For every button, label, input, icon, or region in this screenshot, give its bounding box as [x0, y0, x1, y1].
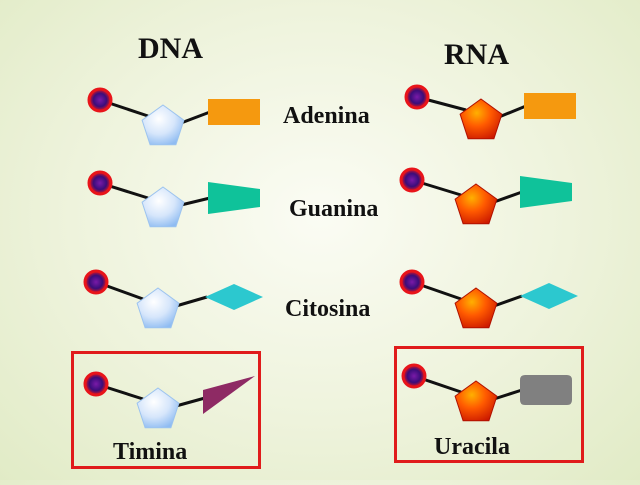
rna-guanina-base-bond — [493, 190, 523, 204]
dna-citosina-deoxyribose — [136, 287, 180, 329]
rna-adenina-base-bond — [498, 104, 527, 119]
rna-guanina-base-trapezoid — [520, 176, 572, 208]
guanina-label: Guanina — [289, 196, 379, 222]
rna-uracila-base-bond — [493, 388, 523, 401]
citosina-label: Citosina — [285, 296, 371, 322]
dna-adenina-phosphate — [87, 87, 113, 113]
dna-timina-deoxyribose — [136, 387, 180, 429]
dna-adenina-base-rectangle — [208, 99, 260, 125]
rna-citosina-base-bond — [493, 294, 523, 308]
dna-guanina-base-trapezoid — [208, 182, 260, 214]
dna-timina-phosphate — [83, 371, 109, 397]
rna-adenina-phosphate — [404, 84, 430, 110]
dna-adenina-deoxyribose — [141, 104, 185, 146]
timina-label: Timina — [113, 439, 188, 465]
rna-heading: RNA — [444, 38, 509, 71]
uracila-highlight-box — [394, 346, 584, 463]
dna-heading: DNA — [138, 32, 203, 65]
dna-citosina-base-diamond — [205, 284, 263, 310]
dna-guanina-deoxyribose — [141, 186, 185, 228]
rna-uracila-phosphate — [401, 363, 427, 389]
dna-adenina-base-bond — [180, 110, 211, 125]
dna-guanina-base-bond — [180, 196, 211, 207]
rna-citosina-ribose — [454, 287, 498, 329]
rna-adenina-base-rectangle — [524, 93, 576, 119]
dna-citosina-phosphate — [83, 269, 109, 295]
rna-uracila-ribose — [454, 380, 498, 422]
adenina-label: Adenina — [283, 103, 370, 129]
dna-citosina-base-bond — [175, 295, 208, 308]
rna-uracila-base-rounded-rectangle — [520, 375, 572, 405]
rna-citosina-phosphate — [399, 269, 425, 295]
dna-guanina-phosphate — [87, 170, 113, 196]
dna-timina-base-bond — [175, 396, 206, 408]
rna-guanina-ribose — [454, 183, 498, 225]
rna-adenina-ribose — [459, 98, 503, 140]
rna-guanina-phosphate — [399, 167, 425, 193]
rna-citosina-base-diamond — [520, 283, 578, 309]
uracila-label: Uracila — [434, 434, 510, 460]
timina-highlight-box — [71, 351, 261, 469]
dna-timina-base-triangle — [203, 376, 255, 414]
